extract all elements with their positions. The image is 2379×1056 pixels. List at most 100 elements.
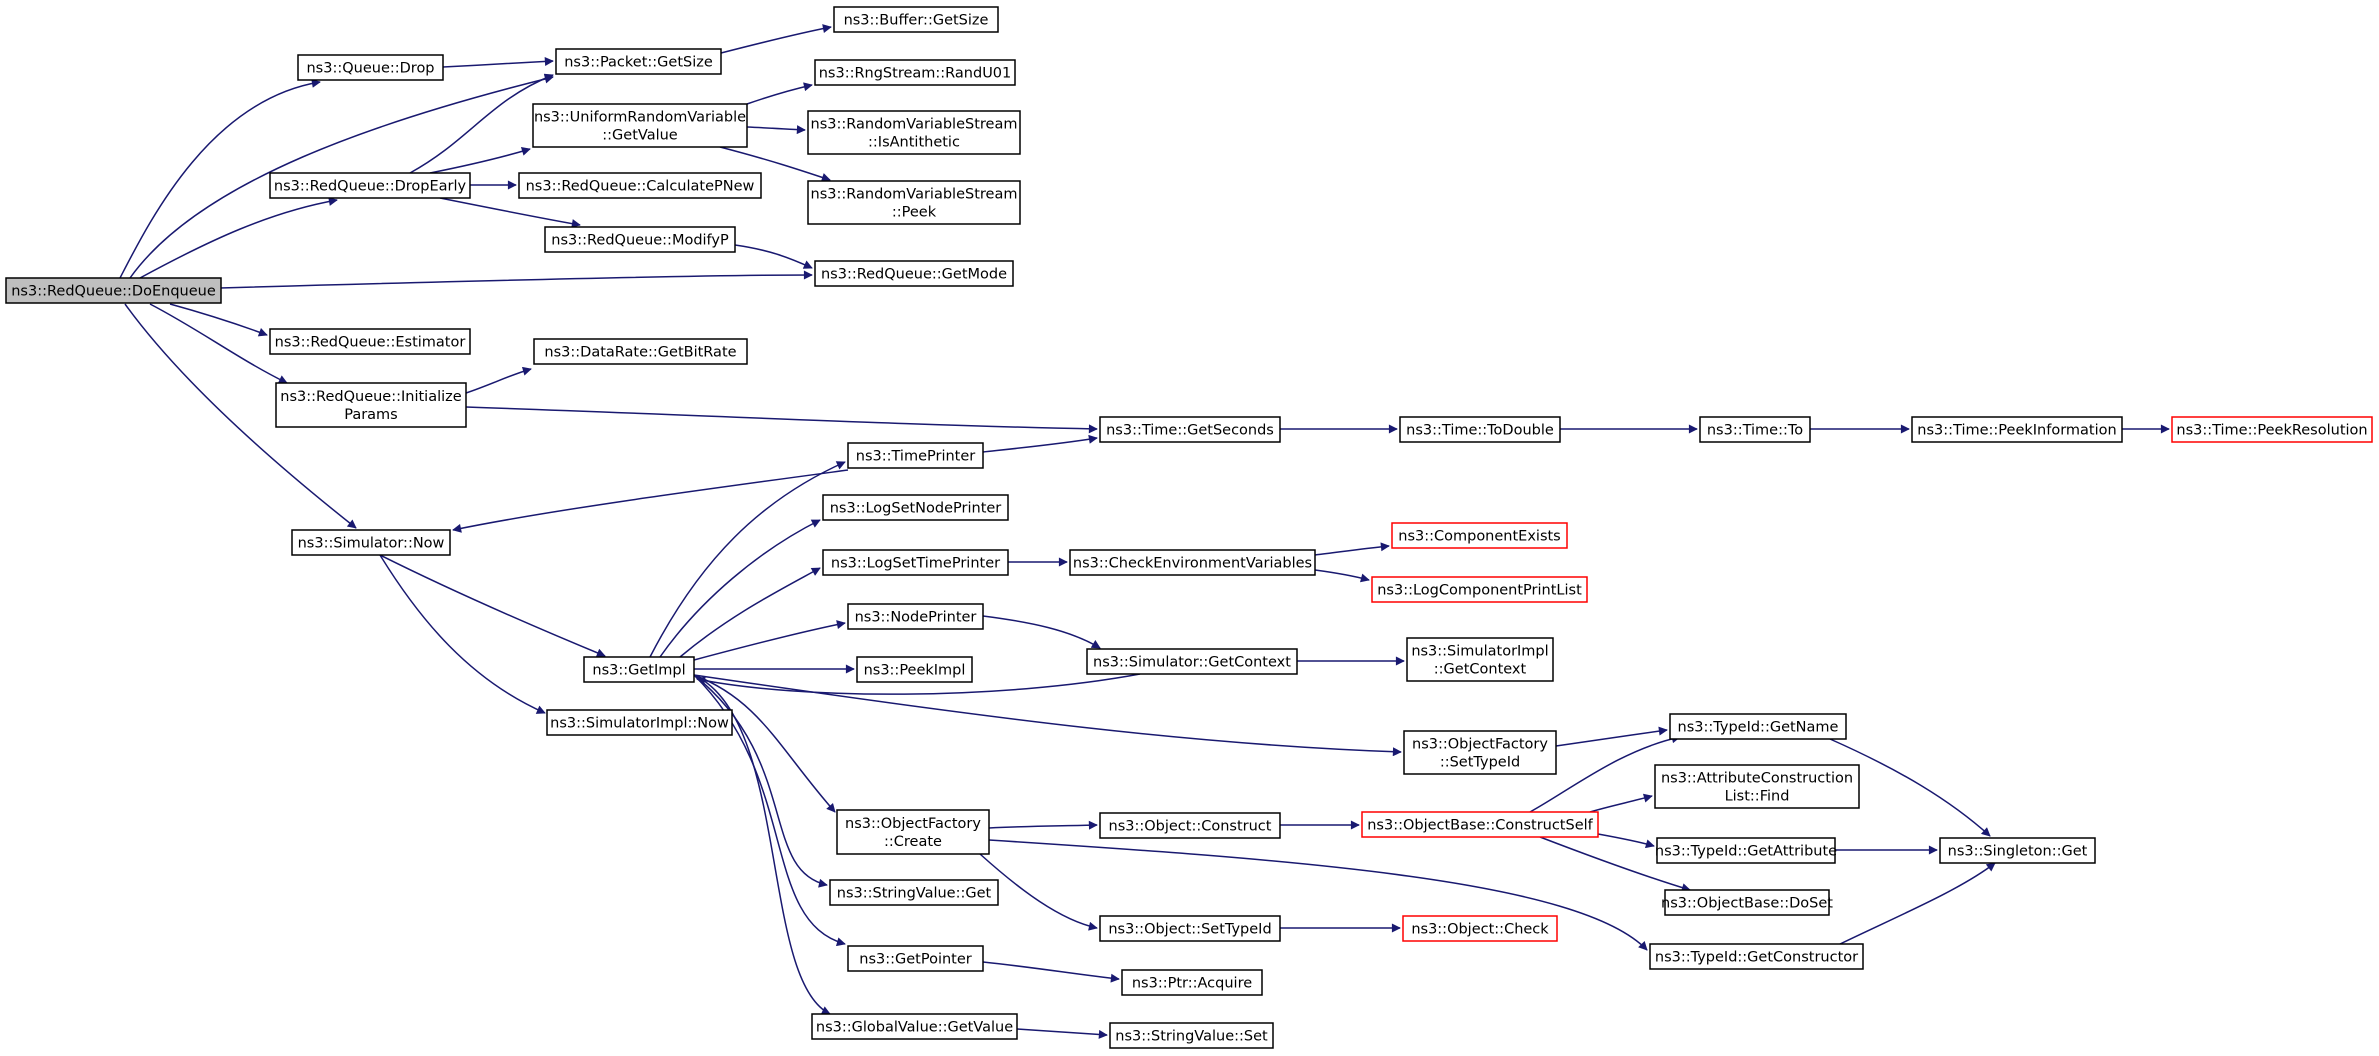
edge-ob-constructself-to-attrlist-find [1589, 793, 1653, 813]
node-obj-check[interactable]: ns3::Object::Check [1402, 915, 1558, 942]
edge-typeid-getname-to-singleton-get [1829, 738, 1991, 837]
edge-of-create-to-obj-construct [988, 820, 1098, 830]
node-rvs-peek[interactable]: ns3::RandomVariableStream::Peek [807, 180, 1021, 225]
node-modifyp[interactable]: ns3::RedQueue::ModifyP [544, 226, 736, 253]
node-sim-getcontext[interactable]: ns3::Simulator::GetContext [1086, 648, 1298, 675]
node-ob-doset[interactable]: ns3::ObjectBase::DoSet [1661, 889, 1833, 916]
edge-queue-drop-to-packet-getsize [442, 56, 554, 68]
node-box [814, 59, 1016, 86]
edge-root-to-queue-drop [119, 78, 321, 279]
node-label: ::GetValue [602, 128, 678, 144]
node-box [2171, 416, 2373, 443]
edge-root-to-sim-now [124, 303, 357, 529]
node-label: ns3::GlobalValue::GetValue [816, 1020, 1013, 1036]
node-getimpl[interactable]: ns3::GetImpl [583, 656, 695, 683]
node-box [847, 442, 984, 469]
node-lognodeprinter[interactable]: ns3::LogSetNodePrinter [822, 494, 1009, 521]
node-box [1664, 889, 1830, 916]
node-label: ns3::StringValue::Get [837, 886, 992, 902]
edge-typeid-getctor-to-singleton-get [1839, 862, 1996, 945]
edge-dropearly-to-modifyp [439, 197, 581, 229]
node-logtimeprinter[interactable]: ns3::LogSetTimePrinter [822, 549, 1009, 576]
node-of-settypeid[interactable]: ns3::ObjectFactory::SetTypeId [1403, 730, 1557, 775]
node-root[interactable]: ns3::RedQueue::DoEnqueue [5, 277, 222, 304]
node-label: ns3::Time::GetSeconds [1106, 423, 1274, 439]
node-singleton-get[interactable]: ns3::Singleton::Get [1939, 837, 2096, 864]
node-obj-construct[interactable]: ns3::Object::Construct [1099, 812, 1281, 839]
node-box [1402, 915, 1558, 942]
node-typeid-getctor[interactable]: ns3::TypeId::GetConstructor [1649, 943, 1864, 970]
node-box [1403, 730, 1557, 775]
node-ptr-acquire[interactable]: ns3::Ptr::Acquire [1121, 969, 1263, 996]
edge-dropearly-to-packet-getsize [409, 73, 554, 174]
node-simimpl-getcontext[interactable]: ns3::SimulatorImpl::GetContext [1406, 637, 1554, 682]
node-label: ns3::RngStream::RandU01 [819, 66, 1012, 82]
node-box [1371, 576, 1588, 603]
node-label: ns3::Time::PeekResolution [2176, 423, 2367, 439]
node-estimator[interactable]: ns3::RedQueue::Estimator [269, 328, 471, 355]
node-label: ns3::PeekImpl [864, 663, 966, 679]
node-gv-getvalue[interactable]: ns3::GlobalValue::GetValue [811, 1013, 1018, 1040]
node-label: ns3::RandomVariableStream [811, 187, 1018, 203]
node-stringvalue-get[interactable]: ns3::StringValue::Get [829, 879, 999, 906]
node-getpointer[interactable]: ns3::GetPointer [847, 945, 984, 972]
edge-initparams-to-time-getseconds [465, 406, 1098, 434]
node-timeprinter[interactable]: ns3::TimePrinter [847, 442, 984, 469]
node-sim-now[interactable]: ns3::Simulator::Now [291, 529, 451, 556]
node-calcpnew[interactable]: ns3::RedQueue::CalculatePNew [518, 172, 762, 199]
node-label: ns3::GetImpl [592, 663, 685, 679]
node-box [518, 172, 762, 199]
node-box [5, 277, 222, 304]
node-ob-constructself[interactable]: ns3::ObjectBase::ConstructSelf [1361, 811, 1599, 838]
node-box [807, 110, 1021, 155]
edge-root-to-getmode [219, 270, 813, 289]
node-urv-getvalue[interactable]: ns3::UniformRandomVariable::GetValue [532, 103, 748, 148]
node-label: ns3::ObjectFactory [1412, 737, 1548, 753]
node-box [269, 328, 471, 355]
node-box [1406, 637, 1554, 682]
node-label: ns3::ObjectBase::DoSet [1661, 896, 1833, 912]
edge-ob-constructself-to-typeid-getname [1529, 734, 1681, 813]
edge-root-to-estimator [169, 303, 268, 337]
node-label: ns3::SimulatorImpl::Now [550, 716, 729, 732]
node-box [1911, 416, 2123, 443]
node-label: ns3::TypeId::GetConstructor [1655, 950, 1858, 966]
node-typeid-getattr[interactable]: ns3::TypeId::GetAttribute [1655, 837, 1837, 864]
node-time-todouble[interactable]: ns3::Time::ToDouble [1399, 416, 1561, 443]
node-packet-getsize[interactable]: ns3::Packet::GetSize [555, 48, 722, 75]
node-of-create[interactable]: ns3::ObjectFactory::Create [836, 809, 990, 855]
node-checkenv[interactable]: ns3::CheckEnvironmentVariables [1069, 549, 1316, 576]
node-label: ns3::Time::To [1707, 423, 1803, 439]
node-obj-settypeid[interactable]: ns3::Object::SetTypeId [1099, 915, 1281, 942]
edge-timeprinter-to-sim-now [452, 469, 849, 533]
node-label: ns3::Simulator::GetContext [1093, 655, 1291, 671]
node-box [1656, 837, 1836, 864]
node-typeid-getname[interactable]: ns3::TypeId::GetName [1669, 713, 1847, 740]
node-box [1939, 837, 2096, 864]
node-logcompprint[interactable]: ns3::LogComponentPrintList [1371, 576, 1588, 603]
node-rng-randu01[interactable]: ns3::RngStream::RandU01 [814, 59, 1016, 86]
node-compexists[interactable]: ns3::ComponentExists [1391, 522, 1568, 549]
node-dropearly[interactable]: ns3::RedQueue::DropEarly [269, 172, 471, 199]
node-label: ::IsAntithetic [868, 135, 960, 151]
node-buffer-getsize[interactable]: ns3::Buffer::GetSize [833, 6, 999, 33]
node-box [1399, 416, 1561, 443]
node-getmode[interactable]: ns3::RedQueue::GetMode [814, 260, 1014, 287]
edge-nodeprinter-to-sim-getcontext [982, 615, 1101, 649]
node-stringvalue-set[interactable]: ns3::StringValue::Set [1109, 1022, 1274, 1049]
node-rvs-isantithetic[interactable]: ns3::RandomVariableStream::IsAntithetic [807, 110, 1021, 155]
node-time-peekres[interactable]: ns3::Time::PeekResolution [2171, 416, 2373, 443]
node-datarate[interactable]: ns3::DataRate::GetBitRate [533, 338, 748, 365]
node-nodeprinter[interactable]: ns3::NodePrinter [847, 603, 984, 630]
node-peekimpl[interactable]: ns3::PeekImpl [856, 656, 973, 683]
node-simimpl-now[interactable]: ns3::SimulatorImpl::Now [546, 709, 733, 736]
node-queue-drop[interactable]: ns3::Queue::Drop [297, 54, 444, 81]
node-time-peekinfo[interactable]: ns3::Time::PeekInformation [1911, 416, 2123, 443]
node-label: ns3::RedQueue::Initialize [280, 389, 461, 405]
node-time-to[interactable]: ns3::Time::To [1699, 416, 1811, 443]
edge-of-create-to-typeid-getctor [988, 839, 1648, 951]
node-time-getseconds[interactable]: ns3::Time::GetSeconds [1099, 416, 1281, 443]
node-box [847, 945, 984, 972]
